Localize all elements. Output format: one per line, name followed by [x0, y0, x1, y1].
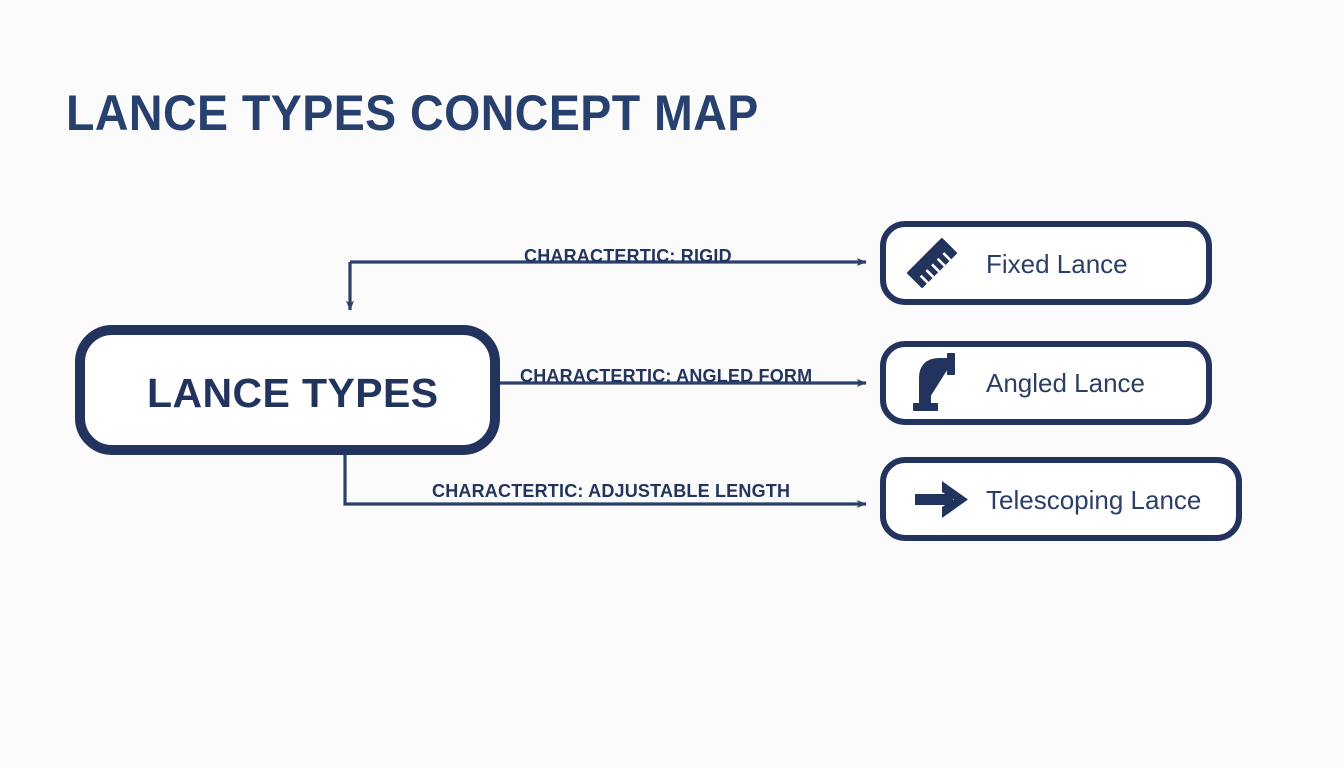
edge-label-angled-lance: CHARACTERTIC: ANGLED FORM: [520, 366, 812, 386]
central-node-label: LANCE TYPES: [147, 370, 438, 416]
edge-label-fixed-lance: CHARACTERTIC: RIGID: [524, 246, 732, 266]
node-fixed-lance[interactable]: Fixed Lance: [880, 221, 1212, 305]
connector-telescoping-lance: [343, 455, 867, 508]
telescoping-lance-box[interactable]: [880, 457, 1242, 541]
arrow-right-icon: [915, 481, 968, 518]
fixed-lance-label: Fixed Lance: [986, 249, 1128, 279]
angled-lance-label: Angled Lance: [986, 368, 1145, 398]
node-angled-lance[interactable]: Angled Lance: [880, 341, 1212, 425]
ruler-icon: [906, 237, 958, 289]
central-node[interactable]: LANCE TYPES: [75, 325, 500, 455]
connector-group: [343, 258, 867, 508]
central-node-box[interactable]: [75, 325, 500, 455]
fixed-lance-box[interactable]: [880, 221, 1212, 305]
elbow-pipe-icon: [913, 353, 955, 411]
angled-lance-box[interactable]: [880, 341, 1212, 425]
edge-label-telescoping-lance: CHARACTERTIC: ADJUSTABLE LENGTH: [432, 481, 790, 501]
page-title: LANCE TYPES CONCEPT MAP: [66, 85, 759, 141]
node-telescoping-lance[interactable]: Telescoping Lance: [880, 457, 1242, 541]
telescoping-lance-label: Telescoping Lance: [986, 485, 1201, 515]
